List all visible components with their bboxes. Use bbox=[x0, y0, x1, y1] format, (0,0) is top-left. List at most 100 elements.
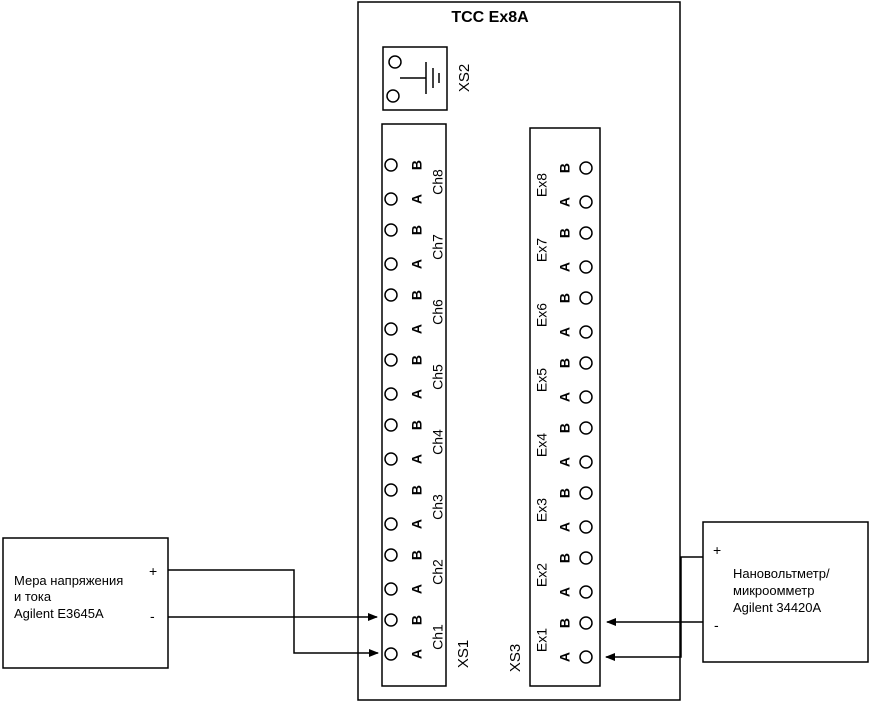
left-pin-label-5-a: A bbox=[409, 389, 425, 399]
left-pin-label-8-a: A bbox=[409, 194, 425, 204]
left-channel-label: Ch6 bbox=[430, 299, 446, 325]
source-device-line3: Agilent E3645A bbox=[14, 606, 104, 621]
meter-device-line2: микроомметр bbox=[733, 583, 814, 598]
right-pin-8-b bbox=[579, 161, 593, 175]
ground-connector-label: XS2 bbox=[456, 64, 473, 92]
right-pin-label-4-b: B bbox=[557, 423, 573, 433]
ground-connector: XS2 bbox=[382, 46, 473, 111]
right-pin-4-a bbox=[579, 455, 593, 469]
left-pin-label-7-b: B bbox=[409, 225, 425, 235]
right-pin-label-4-a: A bbox=[557, 457, 573, 467]
right-pin-label-1-a: A bbox=[557, 652, 573, 662]
right-pin-2-a bbox=[579, 585, 593, 599]
right-pin-label-8-a: A bbox=[557, 197, 573, 207]
source-device: Мера напряжения и тока Agilent E3645A + … bbox=[2, 537, 169, 669]
left-pin-6-a bbox=[384, 322, 398, 336]
meter-device-line1: Нановольтметр/ bbox=[733, 566, 830, 581]
right-connector-box bbox=[529, 127, 601, 687]
ground-pin-bottom bbox=[386, 89, 400, 103]
left-pin-7-a bbox=[384, 257, 398, 271]
right-pin-label-7-a: A bbox=[557, 262, 573, 272]
left-pin-label-4-b: B bbox=[409, 420, 425, 430]
right-pin-label-7-b: B bbox=[557, 228, 573, 238]
right-pin-label-3-a: A bbox=[557, 522, 573, 532]
left-pin-5-a bbox=[384, 387, 398, 401]
ground-connector-box bbox=[382, 46, 448, 111]
right-channel-label: Ex6 bbox=[534, 303, 550, 327]
left-channel-label: Ch7 bbox=[430, 234, 446, 260]
right-pin-4-b bbox=[579, 421, 593, 435]
left-pin-8-b bbox=[384, 158, 398, 172]
left-pin-label-1-a: A bbox=[409, 649, 425, 659]
left-pin-label-5-b: B bbox=[409, 355, 425, 365]
left-pin-label-7-a: A bbox=[409, 259, 425, 269]
left-pin-label-2-b: B bbox=[409, 550, 425, 560]
source-plus-label: + bbox=[149, 563, 157, 579]
left-pin-5-b bbox=[384, 353, 398, 367]
left-pin-label-8-b: B bbox=[409, 160, 425, 170]
left-pin-3-b bbox=[384, 483, 398, 497]
source-device-line2: и тока bbox=[14, 589, 52, 604]
right-pin-label-6-a: A bbox=[557, 327, 573, 337]
left-pin-label-4-a: A bbox=[409, 454, 425, 464]
right-channel-label: Ex7 bbox=[534, 238, 550, 262]
right-pin-5-b bbox=[579, 356, 593, 370]
unit-frame bbox=[357, 1, 681, 701]
wire-source-plus-to-ch1-a bbox=[168, 569, 379, 657]
right-pin-2-b bbox=[579, 551, 593, 565]
right-pin-label-5-a: A bbox=[557, 392, 573, 402]
right-pin-label-8-b: B bbox=[557, 163, 573, 173]
left-channel-label: Ch8 bbox=[430, 169, 446, 195]
right-pin-label-5-b: B bbox=[557, 358, 573, 368]
right-pin-7-b bbox=[579, 226, 593, 240]
right-pin-label-3-b: B bbox=[557, 488, 573, 498]
meter-device-box bbox=[702, 521, 869, 663]
right-pin-6-b bbox=[579, 291, 593, 305]
left-pin-label-1-b: B bbox=[409, 615, 425, 625]
meter-plus-label: + bbox=[713, 542, 721, 558]
left-pin-8-a bbox=[384, 192, 398, 206]
right-pin-1-b bbox=[579, 616, 593, 630]
right-pin-3-a bbox=[579, 520, 593, 534]
source-minus-label: - bbox=[150, 608, 155, 624]
meter-device: Нановольтметр/ микроомметр Agilent 34420… bbox=[702, 521, 869, 663]
ground-icon bbox=[400, 62, 440, 94]
right-channel-label: Ex3 bbox=[534, 498, 550, 522]
right-channel-label: Ex1 bbox=[534, 628, 550, 652]
right-channel-label: Ex4 bbox=[534, 433, 550, 457]
left-pin-label-2-a: A bbox=[409, 584, 425, 594]
right-pin-5-a bbox=[579, 390, 593, 404]
right-pin-3-b bbox=[579, 486, 593, 500]
left-pin-3-a bbox=[384, 517, 398, 531]
left-pin-1-a bbox=[384, 647, 398, 661]
wire-meter-plus-to-ex1-a bbox=[605, 556, 703, 661]
left-pin-6-b bbox=[384, 288, 398, 302]
left-pin-4-b bbox=[384, 418, 398, 432]
right-pin-7-a bbox=[579, 260, 593, 274]
left-channel-label: Ch4 bbox=[430, 429, 446, 455]
source-device-box bbox=[2, 537, 169, 669]
left-pin-7-b bbox=[384, 223, 398, 237]
unit-title: ТСС Ех8А bbox=[451, 9, 529, 26]
left-pin-2-a bbox=[384, 582, 398, 596]
left-pin-label-3-b: B bbox=[409, 485, 425, 495]
right-pin-6-a bbox=[579, 325, 593, 339]
left-pin-label-3-a: A bbox=[409, 519, 425, 529]
left-pin-label-6-b: B bbox=[409, 290, 425, 300]
wires bbox=[168, 556, 703, 661]
right-pin-1-a bbox=[579, 650, 593, 664]
left-pin-2-b bbox=[384, 548, 398, 562]
meter-minus-label: - bbox=[714, 617, 719, 633]
left-pin-4-a bbox=[384, 452, 398, 466]
left-connector-box bbox=[381, 123, 447, 687]
right-pin-label-6-b: B bbox=[557, 293, 573, 303]
ground-pin-top bbox=[388, 55, 402, 69]
right-pin-8-a bbox=[579, 195, 593, 209]
right-connector-label: XS3 bbox=[507, 644, 524, 672]
meter-device-line3: Agilent 34420A bbox=[733, 600, 822, 615]
left-channel-label: Ch3 bbox=[430, 494, 446, 520]
right-pin-label-2-b: B bbox=[557, 553, 573, 563]
